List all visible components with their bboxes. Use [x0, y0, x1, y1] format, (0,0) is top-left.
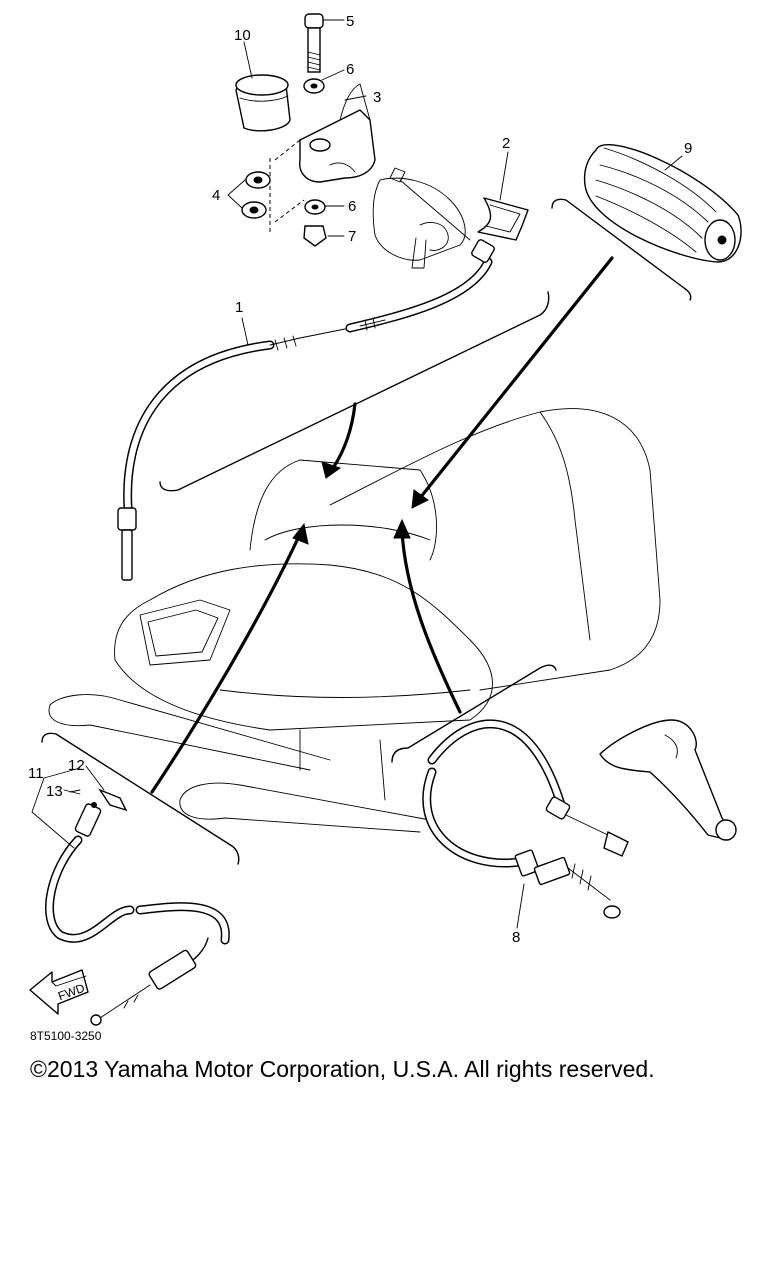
part-label-10: 10: [234, 27, 251, 44]
bushing-part: [235, 74, 291, 132]
throttle-cable: [117, 167, 495, 581]
choke-cable: [45, 788, 230, 1026]
region-brackets: [41, 198, 692, 865]
brake-cable: [422, 719, 629, 919]
part-label-13: 13: [46, 783, 63, 800]
part-label-5: 5: [346, 13, 354, 30]
part-label-2: 2: [502, 135, 510, 152]
clip-part: [477, 197, 529, 241]
throttle-housing: [372, 177, 466, 269]
part-number-labels: 1 2 3 4 5 6 6 7 8 9 10 11 12 13: [28, 13, 692, 946]
cable-end-fitting: [117, 507, 137, 531]
part-label-1: 1: [235, 299, 243, 316]
part-label-7: 7: [348, 228, 356, 245]
snowmobile-outline: [48, 408, 661, 833]
throttle-lever: [299, 83, 376, 183]
forward-direction-icon: FWD: [29, 969, 89, 1015]
part-label-6a: 6: [346, 61, 354, 78]
part-label-6b: 6: [348, 198, 356, 215]
part-label-8: 8: [512, 929, 520, 946]
part-label-12: 12: [68, 757, 85, 774]
part-label-11: 11: [28, 765, 44, 782]
leader-lines: [31, 19, 683, 929]
part-label-4: 4: [212, 187, 220, 204]
part-label-9: 9: [684, 140, 692, 157]
pointer-arrows: [150, 256, 614, 794]
copyright-notice: ©2013 Yamaha Motor Corporation, U.S.A. A…: [30, 1056, 655, 1082]
part-label-3: 3: [373, 89, 381, 106]
fasteners: [241, 13, 327, 247]
diagram-code: 8T5100-3250: [30, 1029, 102, 1040]
handle-grip: [583, 144, 742, 263]
brake-lever: [599, 719, 737, 841]
parts-diagram: FWD 1 2 3 4 5 6 6 7 8 9 10 11 12 13 8T51…: [28, 13, 742, 1040]
